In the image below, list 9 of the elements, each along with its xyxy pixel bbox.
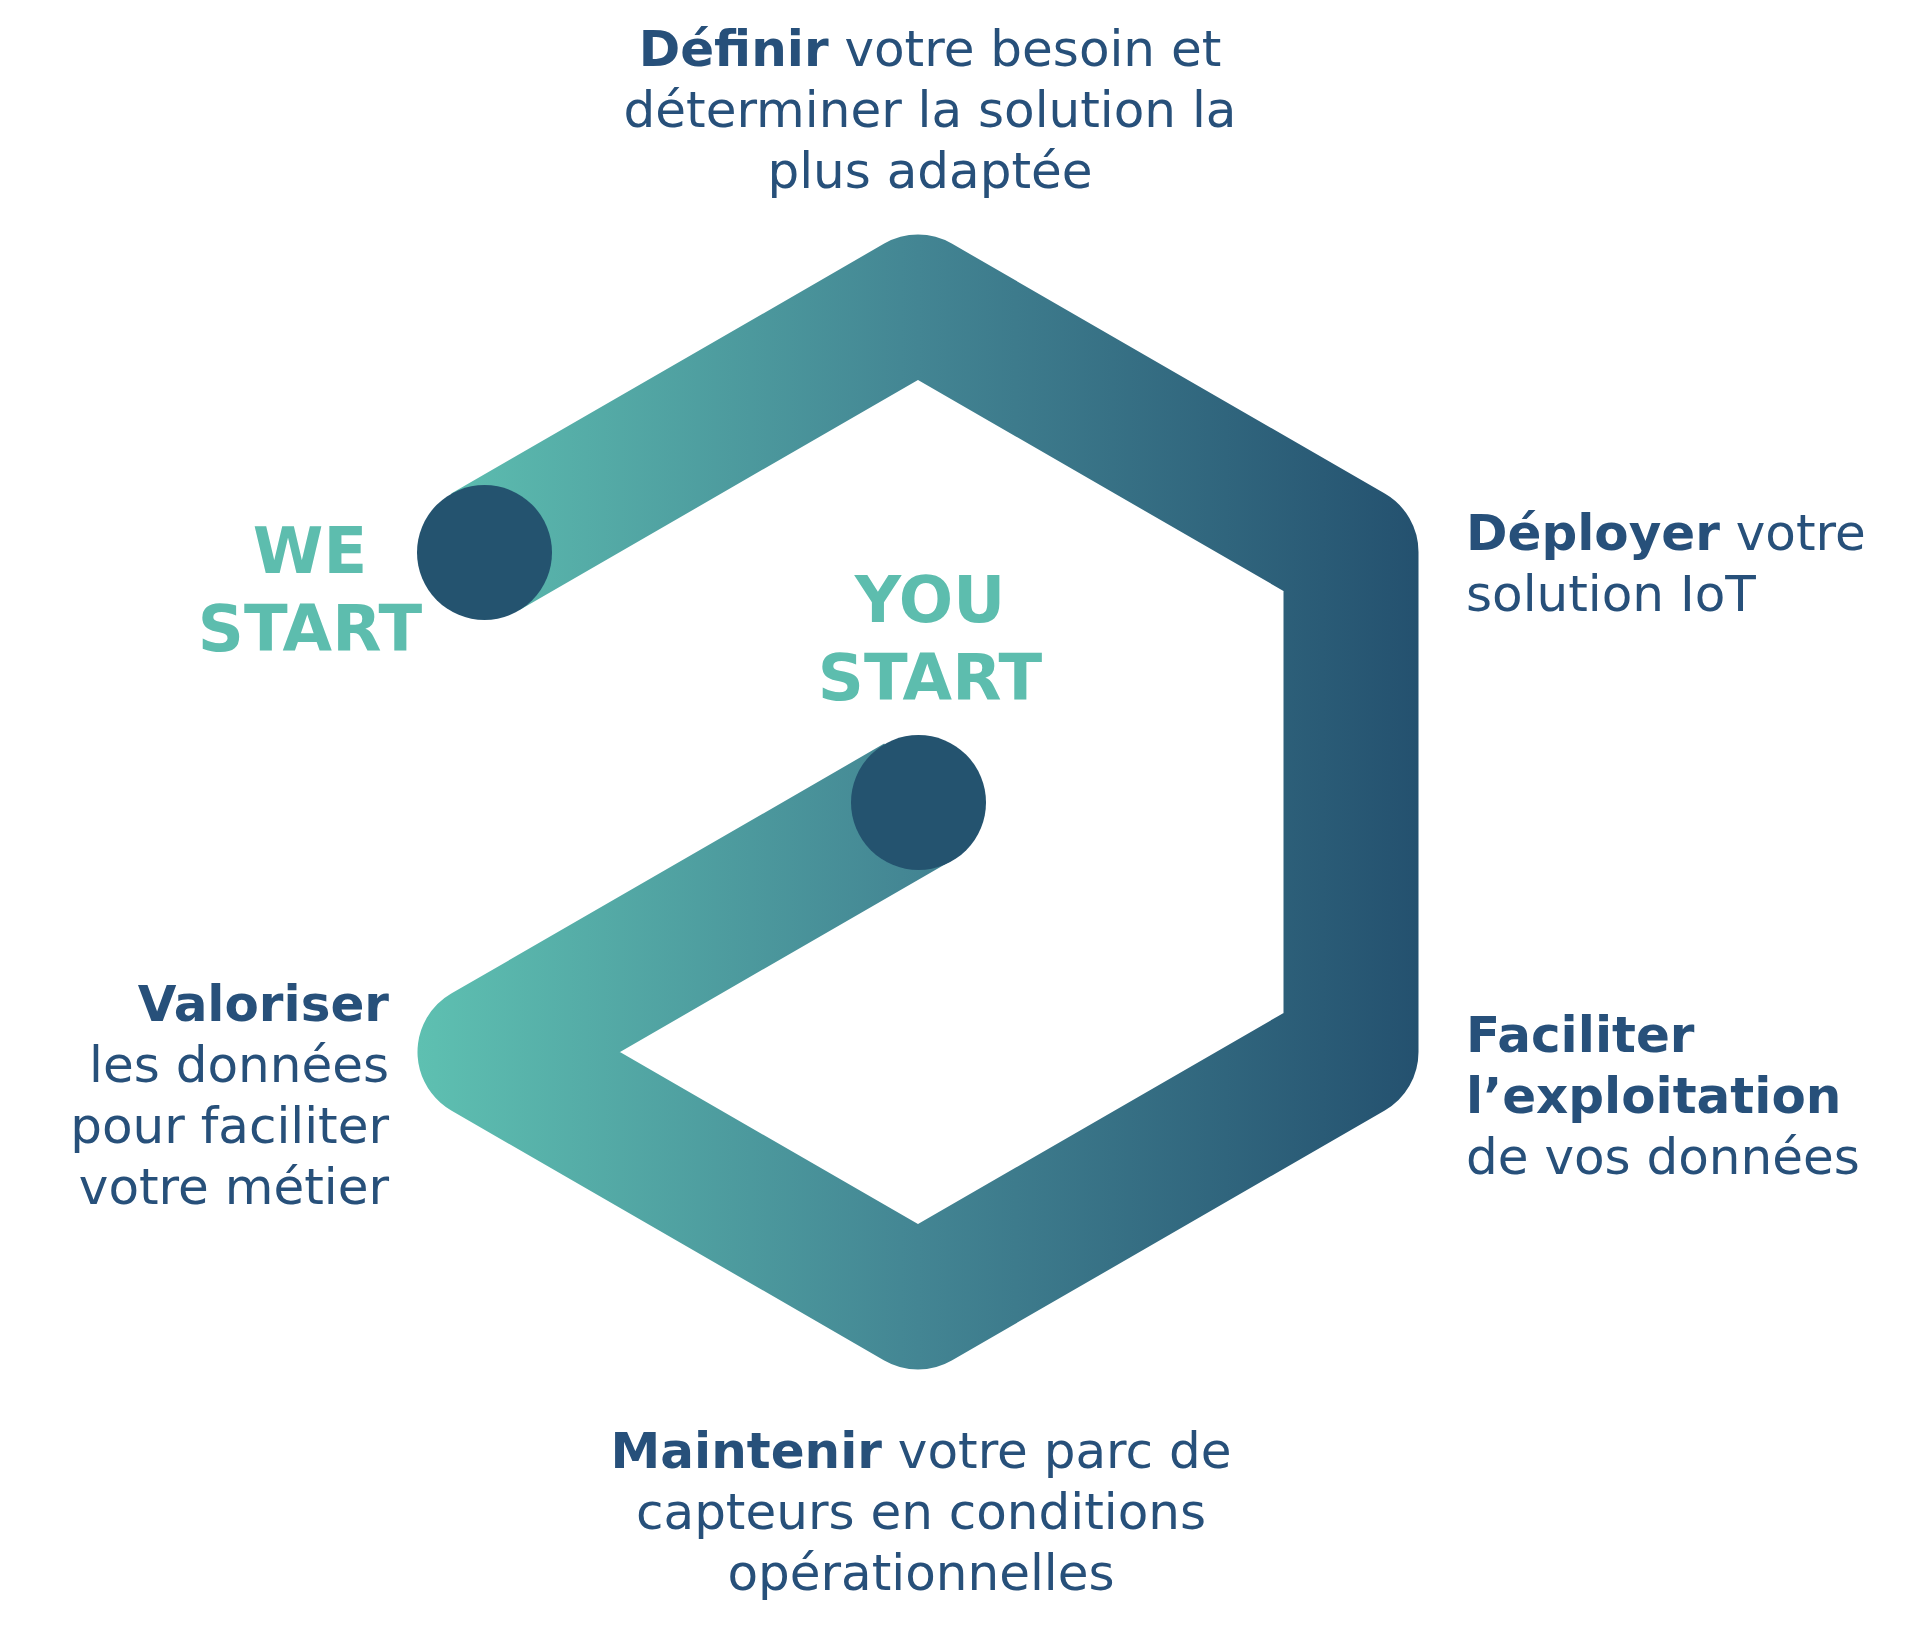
step-description: Valoriser les données pour faciliter votre métier	[69, 974, 389, 1218]
step-description: Faciliter l’exploitation de vos données	[1466, 1005, 1861, 1188]
step-description: Déployer votre solution IoT	[1466, 503, 1867, 625]
step-description: Maintenir votre parc de capteurs en conditions opérationnelles	[609, 1421, 1233, 1604]
step-description: Définir votre besoin et déterminer la solution la plus adaptée	[622, 19, 1238, 202]
endpoint-dot	[850, 734, 986, 870]
hexagon-band	[417, 234, 1419, 1370]
start-label: WE START	[196, 513, 424, 668]
start-label: YOU START	[816, 562, 1044, 717]
